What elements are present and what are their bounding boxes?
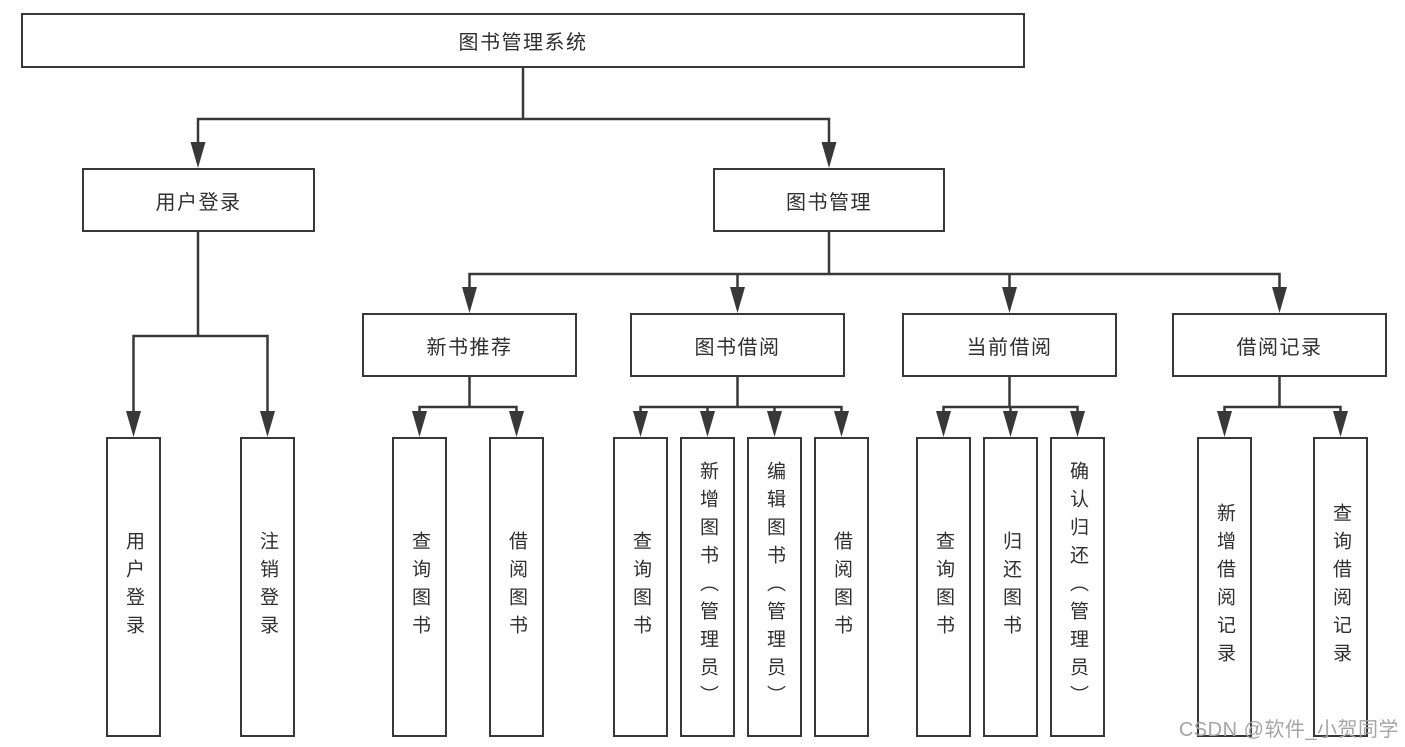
node-label: 图书管理系统 (458, 32, 588, 54)
connector-borrow-record-to-leaves (1223, 375, 1342, 417)
leaf-label: 查询借阅记录 (1330, 503, 1351, 671)
leaf-query-books-current: 查询图书 (916, 437, 971, 737)
connector-current-borrow-to-leaves (942, 375, 1079, 417)
connector-user-login-to-leaves (132, 230, 269, 417)
csdn-watermark: CSDN @软件_小贺同学 (1178, 719, 1399, 741)
leaf-label: 归还图书 (1000, 531, 1021, 643)
connector-book-mgmt-to-level3 (468, 230, 1281, 293)
node-label: 用户登录 (155, 191, 242, 214)
leaf-logout: 注销登录 (240, 437, 295, 737)
node-root-library-system: 图书管理系统 (21, 13, 1025, 68)
node-label: 当前借阅 (966, 336, 1053, 359)
node-label: 新书推荐 (426, 336, 513, 359)
node-label: 借阅记录 (1236, 336, 1323, 359)
leaf-add-borrow-record: 新增借阅记录 (1197, 437, 1252, 737)
connector-book-borrow-to-leaves (639, 375, 843, 417)
leaf-return-books: 归还图书 (983, 437, 1038, 737)
leaf-borrow-books: 借阅图书 (814, 437, 869, 737)
leaf-label: 查询图书 (630, 531, 651, 643)
leaf-query-borrow-record: 查询借阅记录 (1313, 437, 1368, 737)
leaf-label: 新增借阅记录 (1214, 503, 1235, 671)
leaf-borrow-books-recommend: 借阅图书 (489, 437, 544, 737)
leaf-query-books-borrowing: 查询图书 (613, 437, 668, 737)
node-borrowing-records: 借阅记录 (1172, 313, 1387, 377)
node-current-borrowing: 当前借阅 (902, 313, 1117, 377)
leaf-label: 编辑图书（管理员） (764, 461, 785, 713)
leaf-label: 借阅图书 (506, 531, 527, 643)
leaf-label: 注销登录 (257, 531, 278, 643)
connector-new-book-to-leaves (418, 375, 518, 417)
node-new-book-recommendation: 新书推荐 (362, 313, 577, 377)
connector-root-to-level2 (196, 66, 831, 150)
leaf-label: 查询图书 (409, 531, 430, 643)
leaf-user-login: 用户登录 (106, 437, 161, 737)
leaf-label: 确认归还（管理员） (1067, 461, 1088, 713)
node-label: 图书管理 (786, 191, 872, 214)
node-book-borrowing: 图书借阅 (630, 313, 845, 377)
leaf-label: 借阅图书 (831, 531, 852, 643)
leaf-confirm-return-admin: 确认归还（管理员） (1050, 437, 1105, 737)
arrowheads (126, 142, 1348, 437)
leaf-label: 查询图书 (933, 531, 954, 643)
leaf-query-books-recommend: 查询图书 (392, 437, 447, 737)
node-label: 图书借阅 (694, 336, 781, 359)
leaf-label: 用户登录 (123, 531, 144, 643)
leaf-edit-books-admin: 编辑图书（管理员） (747, 437, 802, 737)
leaf-add-books-admin: 新增图书（管理员） (680, 437, 735, 737)
node-book-management: 图书管理 (713, 168, 945, 232)
leaf-label: 新增图书（管理员） (697, 461, 718, 713)
node-user-login: 用户登录 (82, 168, 315, 232)
